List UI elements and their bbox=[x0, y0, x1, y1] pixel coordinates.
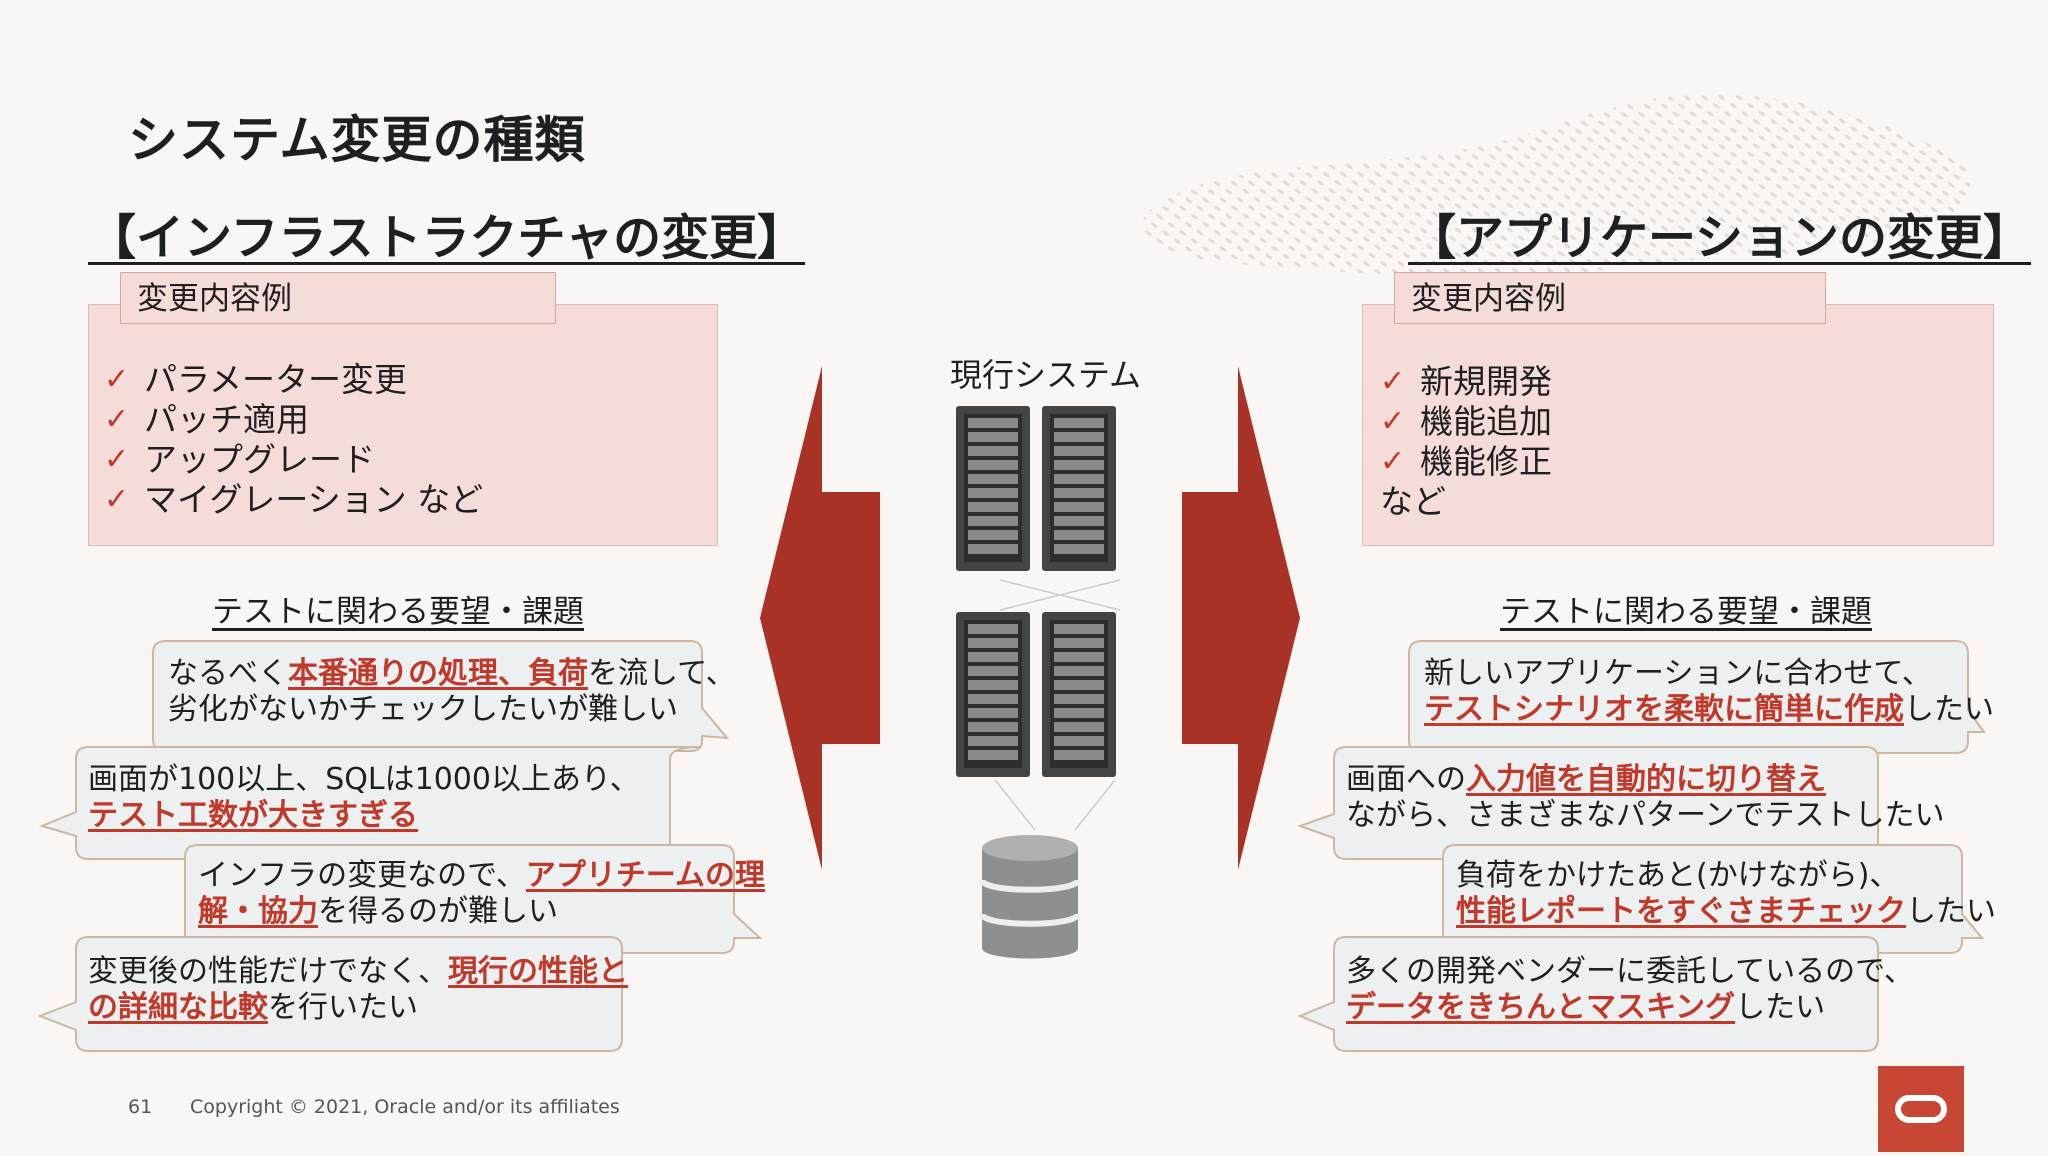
current-system-label: 現行システム bbox=[950, 356, 1142, 394]
page-number: 61 bbox=[128, 1096, 153, 1118]
checkmark-icon: ✓ bbox=[104, 402, 130, 437]
list-item: ✓パッチ適用 bbox=[104, 400, 309, 439]
right-requests-heading: テストに関わる要望・課題 bbox=[1500, 594, 1872, 630]
checkmark-icon: ✓ bbox=[104, 482, 130, 517]
list-item: ✓新規開発 bbox=[1380, 362, 1552, 401]
request-bubble: インフラの変更なので、アプリチームの理解・協力を得るのが難しい bbox=[184, 844, 765, 954]
oracle-logo-icon bbox=[1895, 1095, 1947, 1123]
checkmark-icon: ✓ bbox=[1380, 364, 1406, 399]
right-examples-list: ✓新規開発 ✓機能追加 ✓機能修正 など bbox=[1380, 362, 1552, 522]
list-item: ✓マイグレーション など bbox=[104, 480, 484, 519]
left-examples-box bbox=[88, 304, 718, 546]
request-bubble: 画面が100以上、SQLは1000以上あり、テスト工数が大きすぎる bbox=[38, 746, 701, 860]
request-bubble: 新しいアプリケーションに合わせて、テストシナリオを柔軟に簡単に作成したい bbox=[1408, 640, 1994, 754]
checkmark-icon: ✓ bbox=[104, 362, 130, 397]
server-icon bbox=[956, 406, 1121, 959]
background-pattern bbox=[1141, 94, 1971, 279]
left-section-title: 【インフラストラクチャの変更】 bbox=[88, 210, 806, 266]
left-examples-label: 変更内容例 bbox=[120, 272, 556, 324]
list-item: ✓アップグレード bbox=[104, 440, 375, 479]
copyright-text: Copyright © 2021, Oracle and/or its affi… bbox=[190, 1096, 620, 1118]
request-bubble: 変更後の性能だけでなく、現行の性能との詳細な比較を行いたい bbox=[37, 936, 628, 1052]
list-item: ✓パラメーター変更 bbox=[104, 360, 408, 399]
list-item: など bbox=[1380, 482, 1446, 521]
checkmark-icon: ✓ bbox=[1380, 404, 1406, 439]
list-item: ✓機能修正 bbox=[1380, 442, 1552, 481]
left-arrow bbox=[760, 366, 880, 870]
page-title: システム変更の種類 bbox=[128, 111, 586, 169]
request-bubble: なるべく本番通りの処理、負荷を流して、劣化がないかチェックしたいが難しい bbox=[152, 640, 736, 752]
list-item: ✓機能追加 bbox=[1380, 402, 1552, 441]
right-arrow bbox=[1182, 366, 1300, 870]
request-bubble: 負荷をかけたあと(かけながら)、性能レポートをすぐさまチェックしたい bbox=[1442, 844, 1996, 954]
checkmark-icon: ✓ bbox=[104, 442, 130, 477]
oracle-logo bbox=[1878, 1066, 1964, 1152]
checkmark-icon: ✓ bbox=[1380, 444, 1406, 479]
right-examples-label: 変更内容例 bbox=[1394, 272, 1826, 324]
request-bubble: 画面への入力値を自動的に切り替えながら、さまざまなパターンでテストしたい bbox=[1296, 746, 1945, 860]
left-examples-list: ✓パラメーター変更 ✓パッチ適用 ✓アップグレード ✓マイグレーション など bbox=[104, 360, 483, 520]
left-requests-heading: テストに関わる要望・課題 bbox=[212, 594, 584, 630]
request-bubble: 多くの開発ベンダーに委託しているので、データをきちんとマスキングしたい bbox=[1297, 936, 1914, 1052]
right-section-title: 【アプリケーションの変更】 bbox=[1408, 210, 2032, 266]
